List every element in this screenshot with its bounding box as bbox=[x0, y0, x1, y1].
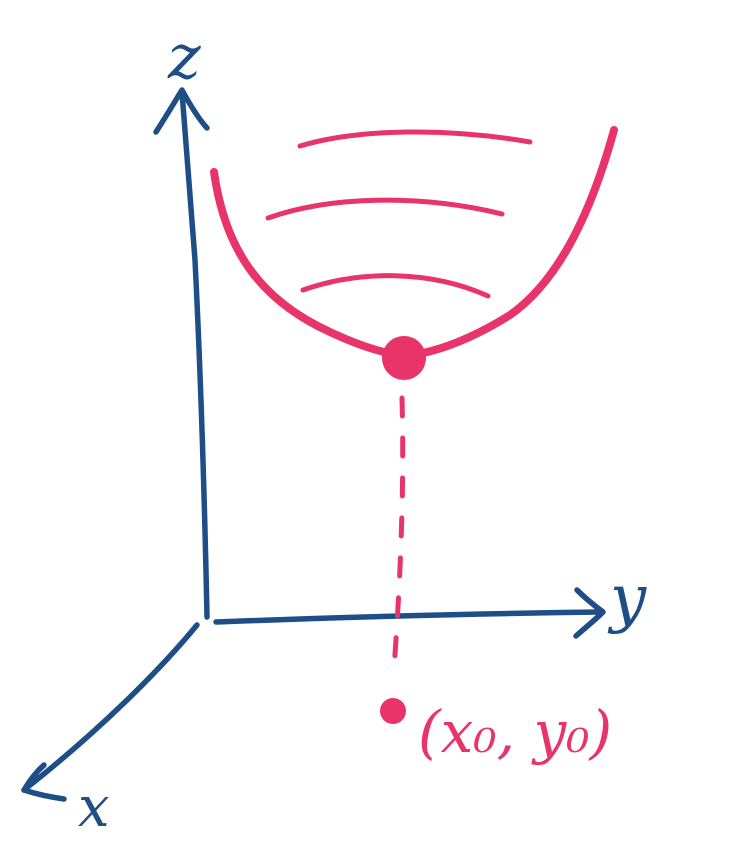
surface-group bbox=[210, 126, 618, 724]
level-curve-bottom bbox=[300, 273, 491, 299]
x-axis-line bbox=[21, 622, 200, 793]
z-axis-line bbox=[179, 89, 210, 620]
minimum-point-coordinate-label: (x₀, y₀) bbox=[418, 698, 612, 766]
labels-group: z y x (x₀, y₀) bbox=[78, 20, 647, 840]
minimum-point-dot bbox=[382, 336, 426, 380]
x-axis-arrowhead bbox=[21, 762, 67, 802]
z-axis-label: z bbox=[167, 20, 201, 93]
y-axis-line bbox=[213, 609, 603, 625]
x-axis-label: x bbox=[78, 775, 110, 840]
projected-point-dot bbox=[380, 698, 406, 724]
projection-dashed-line bbox=[391, 395, 406, 671]
z-axis-arrowhead bbox=[153, 87, 210, 135]
y-axis-arrowhead bbox=[573, 587, 606, 639]
axes-group bbox=[21, 87, 606, 802]
y-axis-label: y bbox=[607, 562, 647, 636]
level-curve-top bbox=[297, 129, 533, 149]
paraboloid-curve bbox=[210, 126, 618, 359]
level-curve-middle bbox=[265, 197, 505, 221]
